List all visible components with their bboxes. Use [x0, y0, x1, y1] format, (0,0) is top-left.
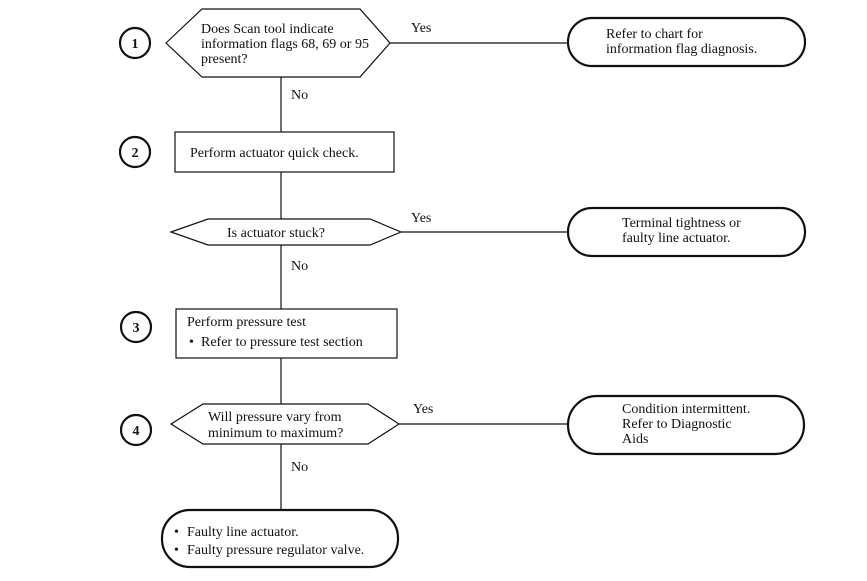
- decision-pressure-vary: Will pressure vary from minimum to maxim…: [169, 403, 401, 445]
- decision-hexagon: [165, 8, 391, 78]
- decision-text-line-1: Will pressure vary from: [208, 410, 342, 425]
- step-number: 2: [132, 146, 139, 161]
- step-marker-3: 3: [119, 310, 153, 344]
- decision-hexagon: [169, 403, 401, 445]
- action-title: Perform pressure test: [187, 315, 306, 330]
- decision-text-line-3: present?: [201, 52, 248, 67]
- result-item-1: Faulty line actuator.: [187, 525, 299, 540]
- no-label-1: No: [291, 88, 308, 103]
- no-label-2: No: [291, 259, 308, 274]
- step-marker-4: 4: [119, 413, 153, 447]
- step-number: 4: [133, 424, 140, 439]
- yes-label-4: Yes: [413, 402, 433, 417]
- result-condition-intermittent: Condition intermittent. Refer to Diagnos…: [566, 394, 806, 456]
- decision-hexagon: [169, 218, 403, 246]
- decision-scan-tool-flags: Does Scan tool indicate information flag…: [165, 8, 391, 78]
- decision-text-line-2: information flags 68, 69 or 95: [201, 37, 369, 52]
- result-text-line-2: faulty line actuator.: [622, 231, 730, 246]
- decision-actuator-stuck: Is actuator stuck?: [169, 218, 403, 246]
- result-oval: [566, 394, 806, 456]
- bullet-icon: •: [189, 335, 194, 350]
- result-item-2: Faulty pressure regulator valve.: [187, 543, 364, 558]
- step-circle: [119, 413, 153, 447]
- action-box: [174, 131, 395, 173]
- step-number: 1: [132, 37, 139, 52]
- result-terminal-tightness: Terminal tightness or faulty line actuat…: [566, 206, 807, 258]
- action-actuator-quick-check: Perform actuator quick check.: [174, 131, 395, 173]
- step-marker-1: 1: [118, 26, 152, 60]
- result-text-line-1: Refer to chart for: [606, 27, 703, 42]
- bullet-icon: •: [174, 525, 179, 540]
- result-text-line-1: Condition intermittent.: [622, 402, 750, 417]
- step-circle: [118, 26, 152, 60]
- decision-text-line-2: minimum to maximum?: [208, 426, 343, 441]
- result-oval: [566, 206, 807, 258]
- bullet-icon: •: [174, 543, 179, 558]
- yes-label-2: Yes: [411, 211, 431, 226]
- yes-label-1: Yes: [411, 21, 431, 36]
- step-number: 3: [133, 321, 140, 336]
- connectors: [280, 42, 568, 510]
- action-text: Perform actuator quick check.: [190, 146, 359, 161]
- result-faulty-components: • Faulty line actuator. • Faulty pressur…: [160, 508, 400, 569]
- step-marker-2: 2: [118, 135, 152, 169]
- result-text-line-3: Aids: [622, 432, 648, 447]
- result-text-line-1: Terminal tightness or: [622, 216, 741, 231]
- step-circle: [119, 310, 153, 344]
- decision-text: Is actuator stuck?: [227, 226, 325, 241]
- result-oval: [160, 508, 400, 569]
- result-oval: [566, 16, 807, 68]
- step-circle: [118, 135, 152, 169]
- no-label-4: No: [291, 460, 308, 475]
- result-text-line-2: information flag diagnosis.: [606, 42, 757, 57]
- action-box: [175, 308, 398, 359]
- decision-text-line-1: Does Scan tool indicate: [201, 22, 334, 37]
- action-pressure-test: Perform pressure test • Refer to pressur…: [175, 308, 398, 359]
- action-bullet-text: Refer to pressure test section: [201, 335, 363, 350]
- result-text-line-2: Refer to Diagnostic: [622, 417, 732, 432]
- result-info-flag-diagnosis: Refer to chart for information flag diag…: [566, 16, 807, 68]
